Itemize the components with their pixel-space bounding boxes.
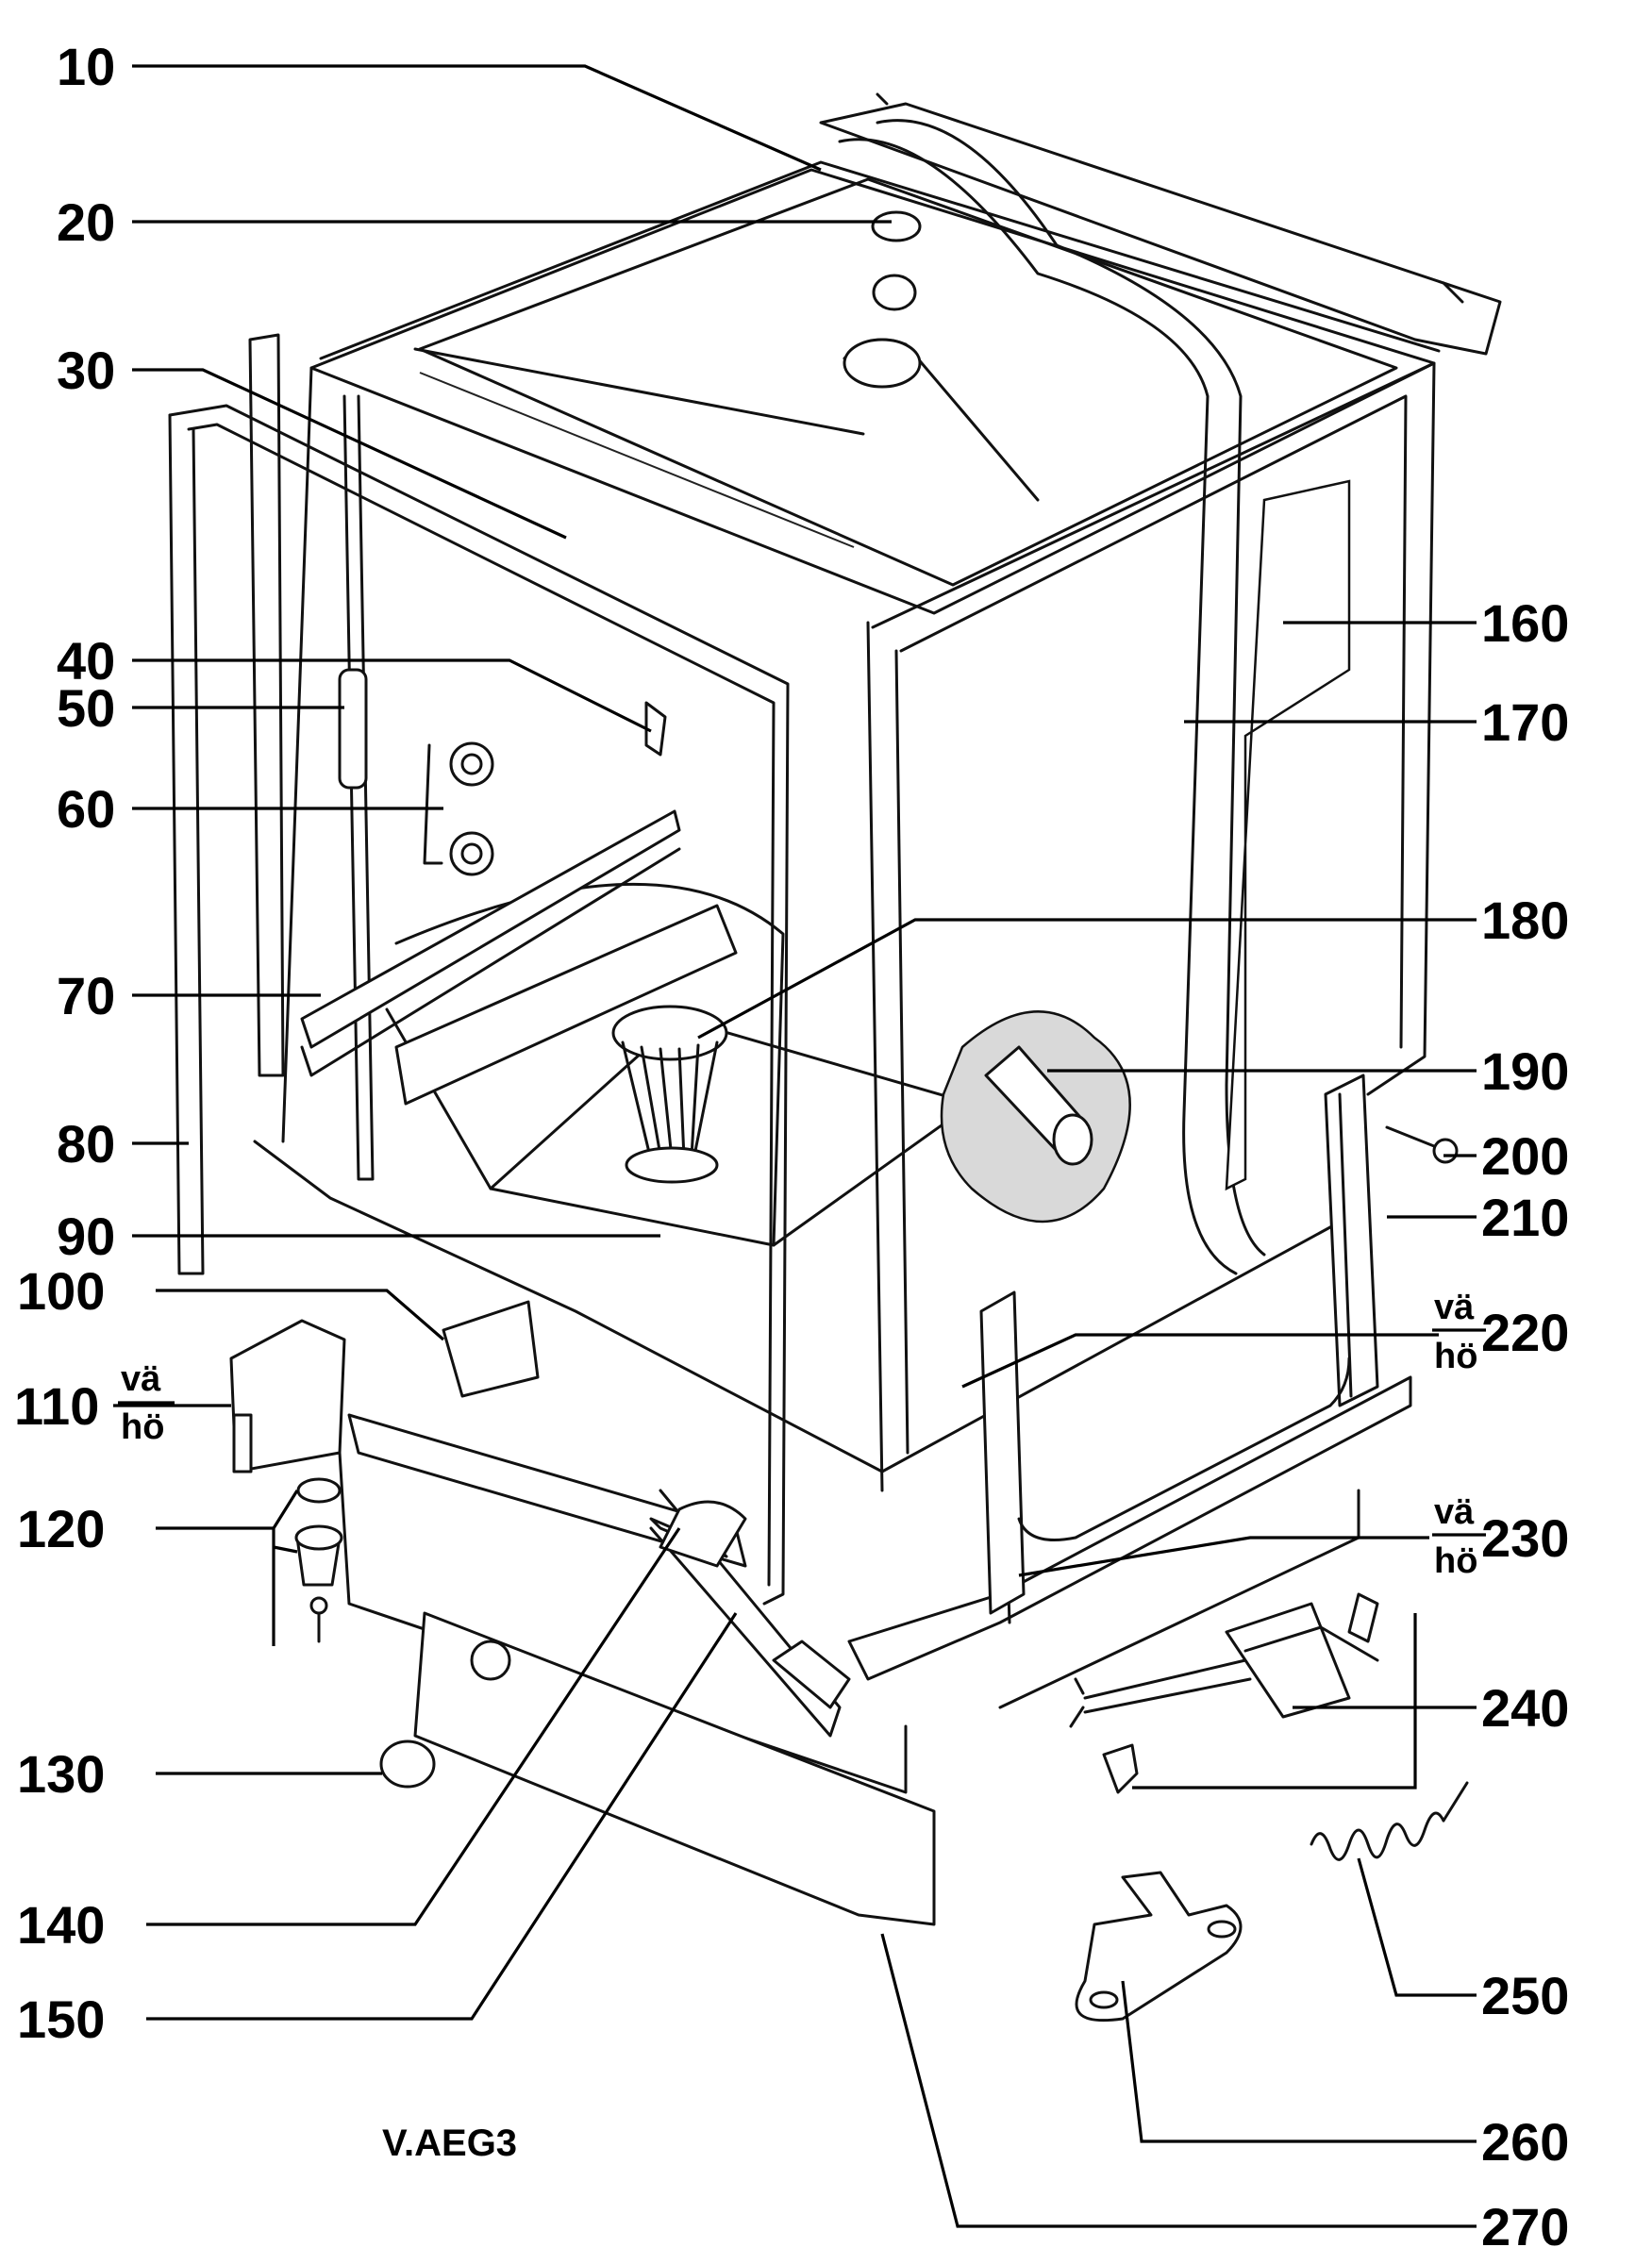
label-170: 170 [1481, 692, 1569, 752]
label-240: 240 [1481, 1678, 1569, 1738]
label-20: 20 [57, 192, 115, 252]
label-190: 190 [1481, 1041, 1569, 1101]
label-120: 120 [17, 1499, 105, 1558]
label-230-upper: vä [1434, 1492, 1475, 1532]
label-30: 30 [57, 341, 115, 400]
label-100: 100 [17, 1261, 105, 1321]
label-230-lower: hö [1434, 1541, 1477, 1581]
leader-180 [697, 918, 1477, 1040]
leader-260 [1121, 1980, 1477, 2143]
label-220-upper: vä [1434, 1288, 1475, 1327]
leader-40 [132, 658, 652, 733]
leader-220 [961, 1333, 1439, 1389]
label-70: 70 [57, 966, 115, 1025]
label-140: 140 [17, 1895, 105, 1955]
leader-250 [1357, 1857, 1477, 1997]
label-110-group: 110 vä hö [14, 1359, 175, 1447]
part-labels: 10 20 30 40 50 60 70 80 90 100 110 vä hö… [14, 37, 1569, 2256]
leader-120 [156, 1490, 299, 1646]
leader-230 [1018, 1536, 1429, 1577]
label-180: 180 [1481, 891, 1569, 950]
label-230-group: vä hö 230 [1432, 1492, 1569, 1581]
diagram-code: V.AEG3 [382, 2122, 517, 2164]
label-60: 60 [57, 779, 115, 839]
label-220-lower: hö [1434, 1337, 1477, 1376]
label-10: 10 [57, 37, 115, 96]
label-50: 50 [57, 678, 115, 738]
label-160: 160 [1481, 593, 1569, 653]
leader-270 [880, 1933, 1477, 2228]
label-150: 150 [17, 1989, 105, 2049]
label-110-upper: vä [121, 1359, 161, 1399]
label-80: 80 [57, 1114, 115, 1174]
leader-10 [132, 64, 822, 172]
leader-140 [146, 1527, 681, 1926]
dishwasher-tub-drawing [168, 92, 1502, 2023]
label-200: 200 [1481, 1126, 1569, 1186]
leader-240 [1132, 1613, 1477, 1790]
label-260: 260 [1481, 2112, 1569, 2172]
label-220-group: vä hö 220 [1432, 1288, 1569, 1376]
label-210: 210 [1481, 1188, 1569, 1247]
leader-150 [146, 1612, 738, 2021]
leader-lines [113, 64, 1477, 2228]
label-270: 270 [1481, 2197, 1569, 2256]
label-230: 230 [1481, 1508, 1569, 1568]
label-130: 130 [17, 1744, 105, 1804]
leader-100 [156, 1289, 445, 1341]
label-250: 250 [1481, 1966, 1569, 2025]
label-110: 110 [14, 1376, 99, 1436]
leader-30 [132, 368, 567, 540]
label-110-lower: hö [121, 1407, 164, 1447]
label-90: 90 [57, 1207, 115, 1266]
label-40: 40 [57, 631, 115, 691]
label-220: 220 [1481, 1303, 1569, 1362]
